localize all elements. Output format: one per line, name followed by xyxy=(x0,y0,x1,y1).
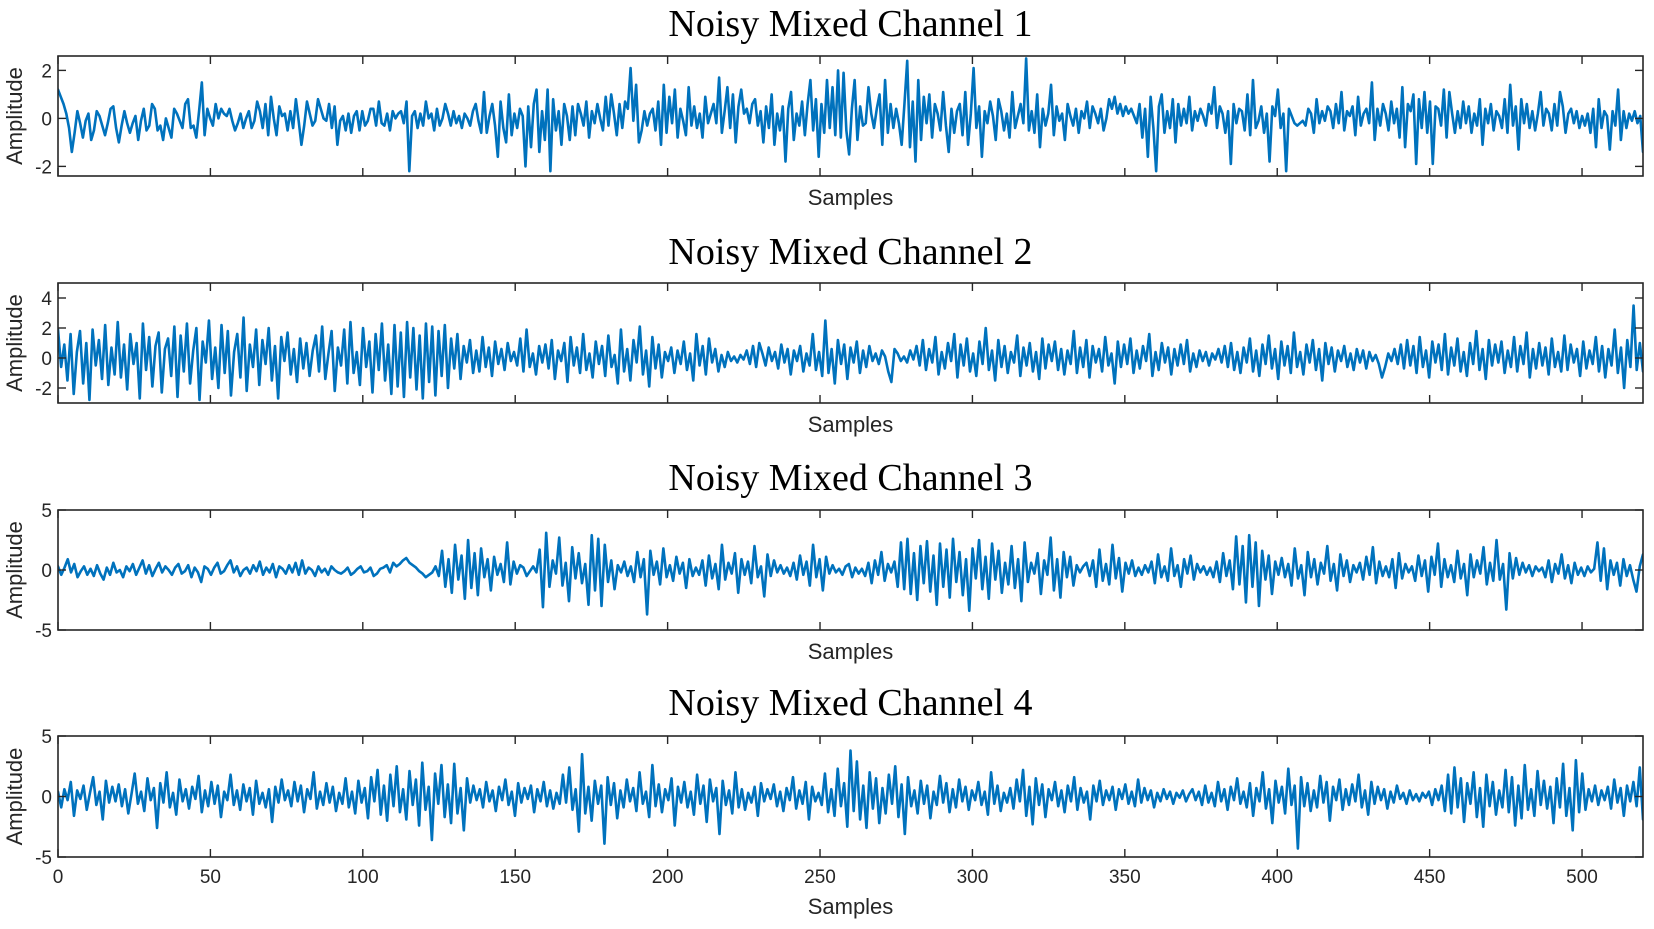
y-tick-label: -5 xyxy=(35,621,52,642)
signal-trace xyxy=(58,57,1643,173)
y-tick-label: 4 xyxy=(41,289,52,310)
x-tick-label: 450 xyxy=(1414,867,1446,888)
y-tick-label: -5 xyxy=(35,848,52,869)
y-tick-label: 0 xyxy=(41,788,52,809)
axes-frame xyxy=(57,282,1644,404)
chart-title: Noisy Mixed Channel 3 xyxy=(668,457,1032,499)
y-tick-label: -2 xyxy=(35,379,52,400)
y-tick-label: 0 xyxy=(41,109,52,130)
x-tick-label: 400 xyxy=(1261,867,1293,888)
x-tick-label: 50 xyxy=(200,867,221,888)
x-axis-label: Samples xyxy=(808,412,894,437)
x-tick-label: 300 xyxy=(957,867,989,888)
x-tick-label: 350 xyxy=(1109,867,1141,888)
x-tick-label: 0 xyxy=(53,867,64,888)
x-tick-label: 150 xyxy=(499,867,531,888)
signal-trace xyxy=(58,749,1643,850)
x-axis-label: Samples xyxy=(808,639,894,664)
y-tick-label: 0 xyxy=(41,349,52,370)
chart-title: Noisy Mixed Channel 2 xyxy=(668,231,1032,273)
y-axis-label: Amplitude xyxy=(2,67,27,165)
x-axis-label: Samples xyxy=(808,185,894,210)
y-axis-label: Amplitude xyxy=(2,294,27,392)
y-tick-label: 2 xyxy=(41,61,52,82)
x-axis-label: Samples xyxy=(808,894,894,919)
x-tick-label: 200 xyxy=(652,867,684,888)
y-tick-label: 5 xyxy=(41,727,52,748)
y-axis-label: Amplitude xyxy=(2,521,27,619)
y-axis-label: Amplitude xyxy=(2,748,27,846)
chart-title: Noisy Mixed Channel 1 xyxy=(668,3,1032,45)
x-tick-label: 250 xyxy=(804,867,836,888)
y-tick-label: -2 xyxy=(35,157,52,178)
chart-title: Noisy Mixed Channel 4 xyxy=(668,682,1032,724)
axes-frame xyxy=(57,55,1644,177)
signal-trace xyxy=(58,304,1643,402)
x-tick-label: 500 xyxy=(1566,867,1598,888)
y-tick-label: 5 xyxy=(41,501,52,522)
signal-trace xyxy=(58,531,1643,616)
x-tick-label: 100 xyxy=(347,867,379,888)
y-tick-label: 2 xyxy=(41,319,52,340)
y-tick-label: 0 xyxy=(41,561,52,582)
